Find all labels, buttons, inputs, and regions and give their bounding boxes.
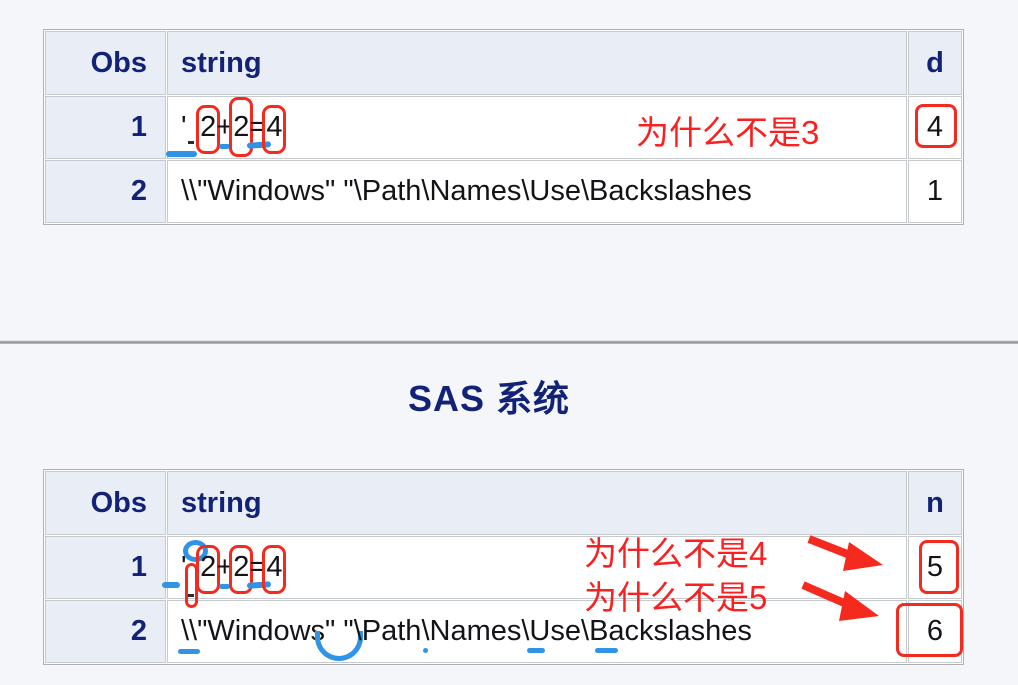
string-fragment: se	[550, 615, 581, 647]
blue-dash-annotation: +	[216, 111, 234, 149]
obs-cell: 1	[45, 536, 166, 599]
table-row: 2 \\"Windows" "\Path\Names\Use\Backslash…	[45, 600, 963, 663]
red-box-annotation: 2	[229, 545, 254, 594]
obs-cell: 1	[45, 96, 166, 159]
blue-dash-annotation: Ba	[589, 615, 625, 653]
string-fragment: \	[581, 615, 590, 647]
red-box-annotation: 4	[262, 545, 287, 594]
blue-dash-annotation: +	[216, 551, 234, 589]
output-divider	[0, 340, 1018, 344]
value-cell: 6	[896, 600, 963, 663]
results-table-2: Obs string n 1 ' '2+2=4 5 2 \\"Windows" …	[43, 469, 964, 665]
value-cell: 5	[908, 536, 962, 599]
string-cell: ' '2+2=4	[163, 536, 907, 608]
blue-arc-annotation	[315, 615, 364, 661]
obs-column-header: Obs	[45, 471, 166, 535]
results-table-1: Obs string d 1 ' '2+2=4 4 2 \\"Windows" …	[43, 29, 964, 225]
obs-cell: 2	[45, 600, 166, 663]
space-underscore-annotation	[187, 111, 195, 144]
blue-dash-annotation: =	[249, 551, 267, 583]
annotation-text-why-not-5: 为什么不是5	[584, 579, 768, 616]
value-cell: 1	[908, 160, 962, 223]
table-row: 1 ' '2+2=4 4	[45, 96, 962, 159]
obs-cell: 2	[45, 160, 166, 223]
annotation-text-why-not-3: 为什么不是3	[636, 114, 820, 151]
table-row: 1 ' '2+2=4 5	[45, 536, 962, 608]
red-box-annotation: 4	[262, 105, 287, 154]
string-fragment: "Windows"	[197, 615, 336, 647]
string-fragment: Names	[429, 615, 522, 647]
d-column-header: d	[908, 31, 962, 95]
blue-dash-annotation: \	[421, 615, 430, 653]
value-cell: 4	[908, 96, 962, 159]
string-cell: \\"Windows" "\Path\Names\Use\Backslashes	[167, 160, 907, 223]
blue-dash-annotation: \U	[521, 615, 551, 653]
blue-underline-annotation: \\	[177, 615, 201, 654]
string-fragment: ckslashes	[624, 615, 752, 647]
string-fragment: "\Path	[343, 615, 422, 647]
string-cell: \\"Windows" "\Path\Names\Use\Backslashes	[167, 600, 907, 663]
string-column-header: string	[167, 31, 907, 95]
table-row: 2 \\"Windows" "\Path\Names\Use\Backslash…	[45, 160, 962, 223]
section-title: SAS 系统	[407, 378, 571, 419]
string-column-header: string	[167, 471, 907, 535]
blue-dash-annotation: =	[249, 111, 267, 143]
red-box-annotation: 2	[196, 545, 221, 594]
obs-column-header: Obs	[45, 31, 166, 95]
string-fragment: '	[181, 111, 187, 143]
blue-underline-annotation: '	[166, 111, 197, 157]
blue-dash-annotation: '	[163, 551, 187, 588]
n-column-header: n	[908, 471, 962, 535]
red-box-annotation: 2	[196, 105, 221, 154]
string-fragment: '	[194, 111, 201, 143]
red-box-annotation: 2	[229, 97, 254, 157]
string-cell: ' '2+2=4	[166, 96, 907, 159]
annotation-text-why-not-4: 为什么不是4	[584, 535, 768, 572]
